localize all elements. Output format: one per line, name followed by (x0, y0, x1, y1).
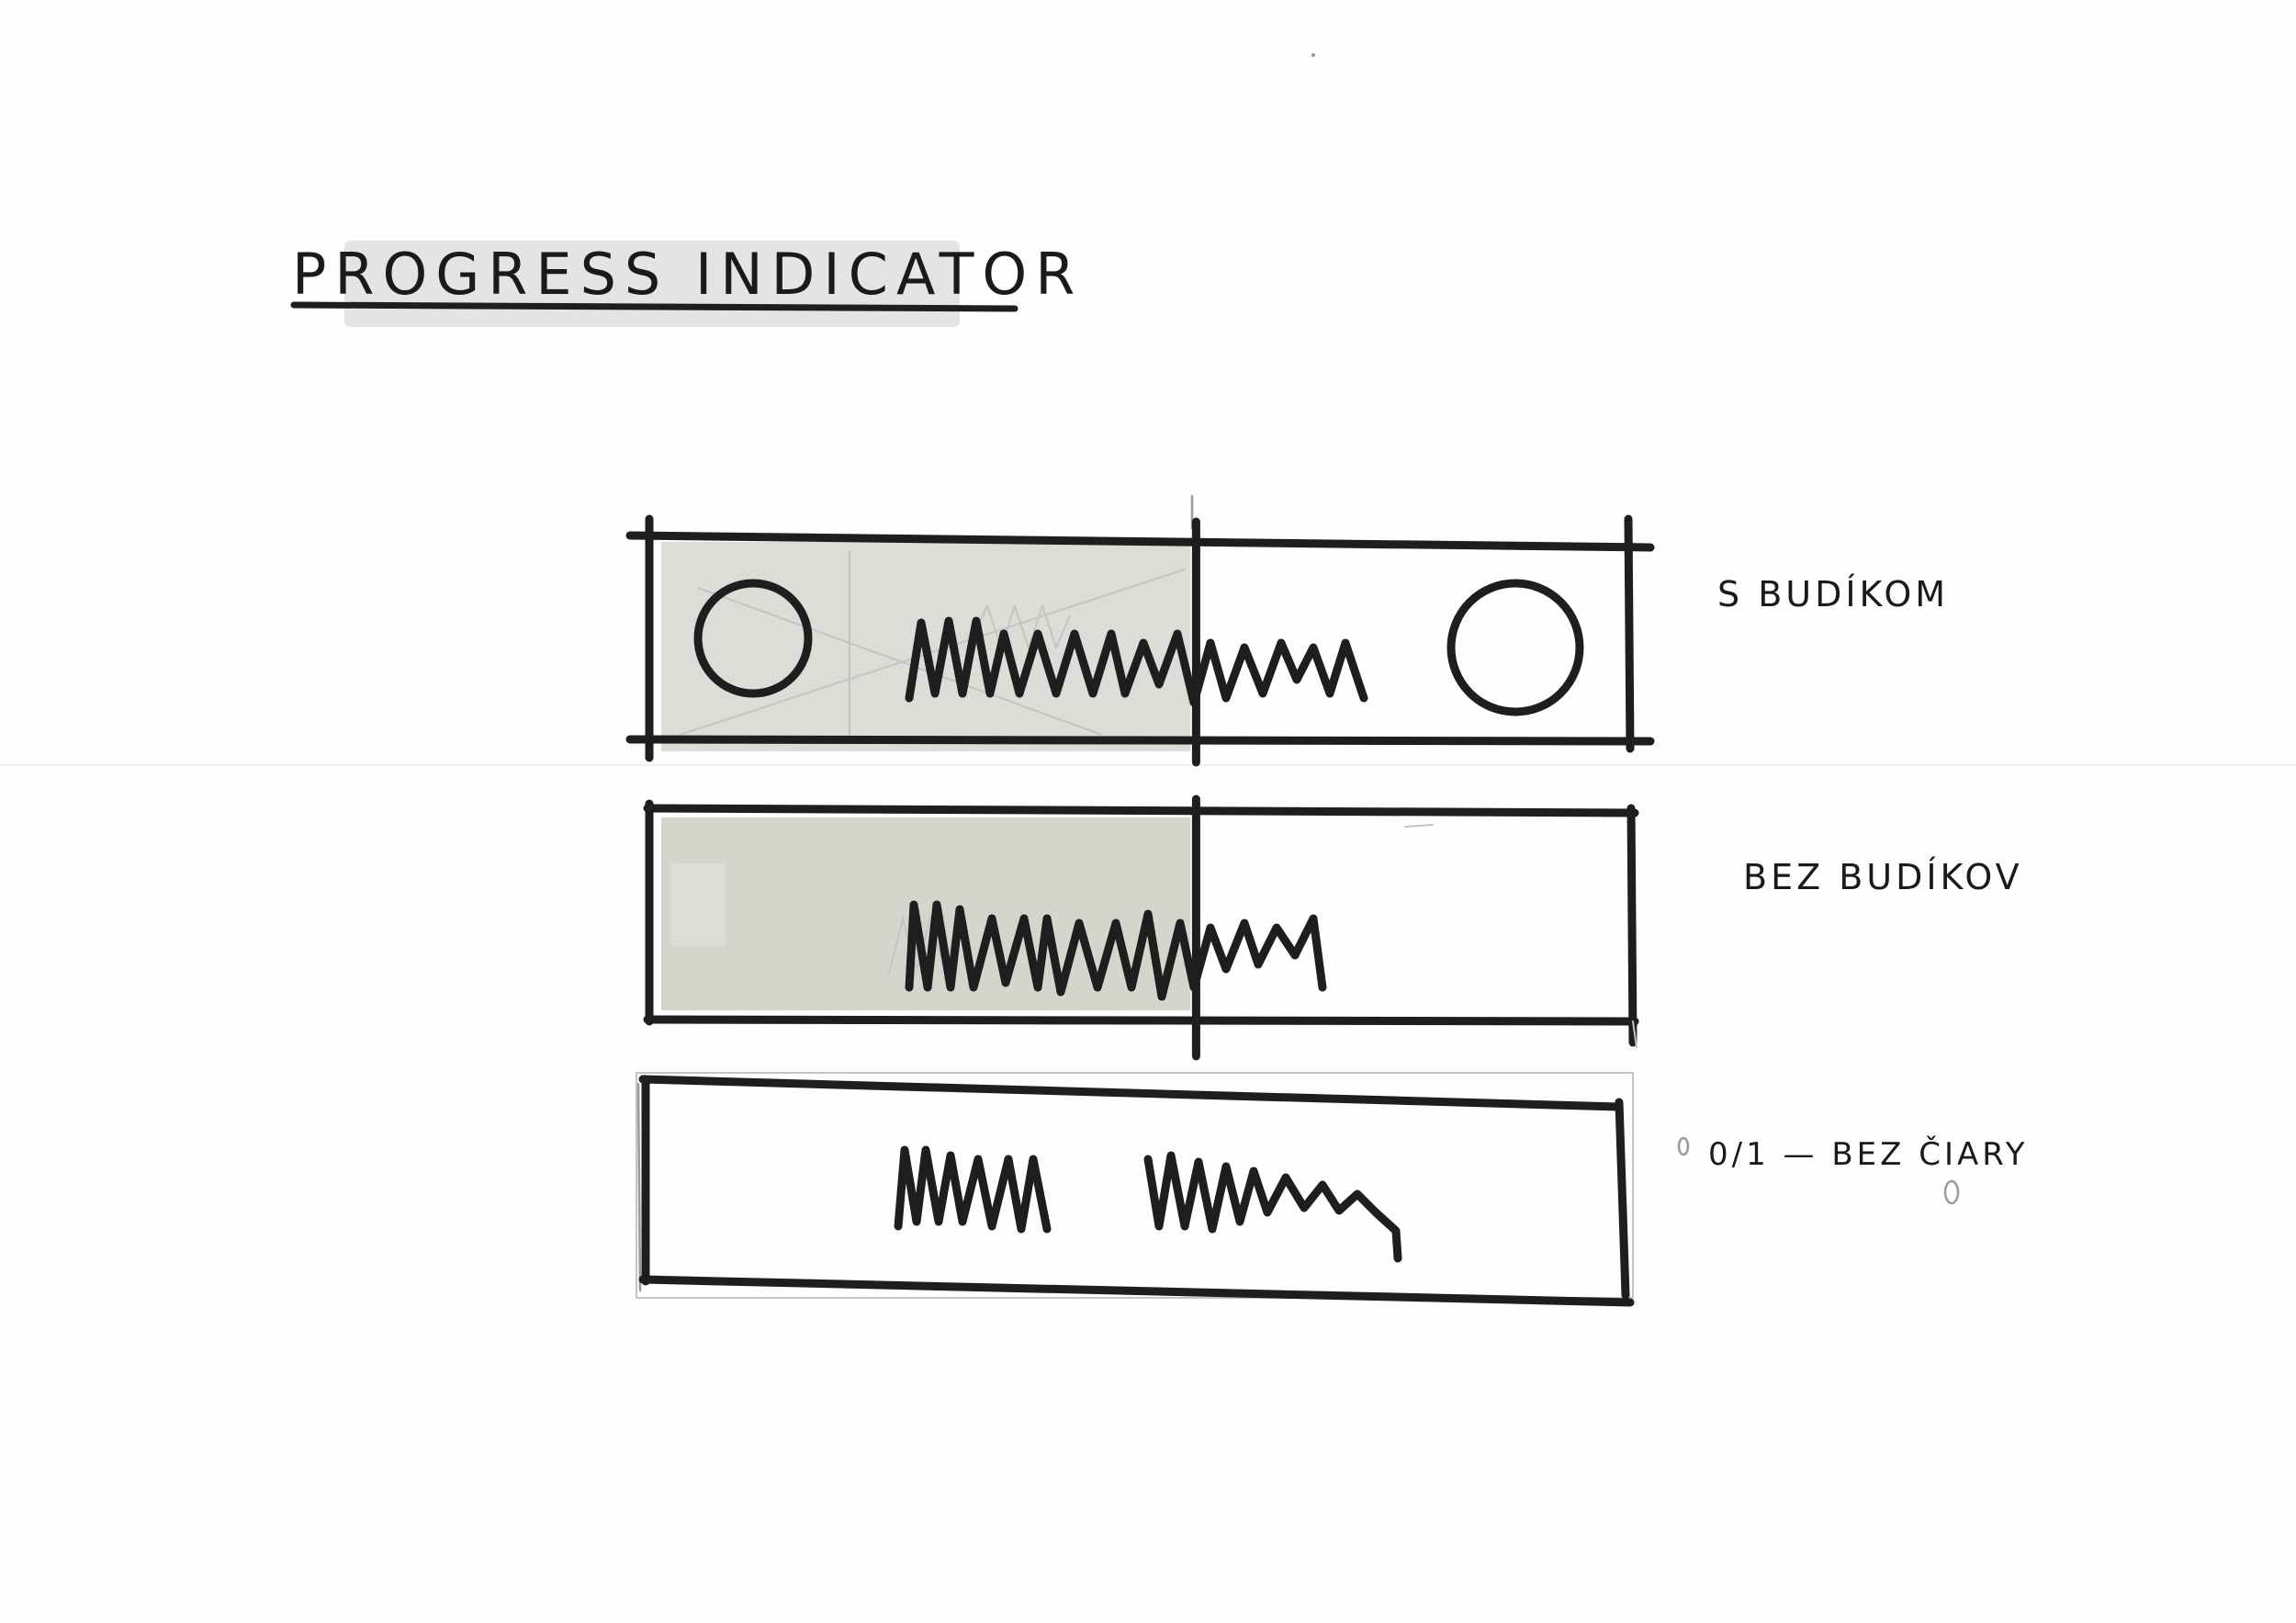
scribble-label (894, 1145, 1052, 1234)
pencil-mark (1404, 824, 1434, 828)
bar-right-edge (1626, 804, 1638, 1047)
circle-button-right[interactable] (1446, 579, 1584, 716)
fill-smudge (670, 863, 726, 946)
title-group: PROGRESS INDICATOR (290, 241, 1083, 327)
scribble-label (1143, 1151, 1402, 1263)
bar-bottom-edge (625, 735, 1655, 746)
bar-top-edge (643, 804, 1639, 817)
bar-bottom-edge (643, 1015, 1639, 1026)
scribble-label (905, 900, 1327, 1001)
page-title: PROGRESS INDICATOR (292, 241, 1083, 308)
progress-bar-without-buttons: BEZ BUDÍKOV (643, 795, 2023, 1061)
bar-bottom-edge (638, 1275, 1635, 1307)
pencil-scribble (973, 603, 1071, 651)
pencil-dot (1311, 53, 1315, 57)
pencil-guide (1632, 1020, 1638, 1048)
pencil-mark (1943, 1179, 1960, 1205)
progress-bar-binary: 0/1 — BEZ ČIARY (636, 1072, 2029, 1307)
bar-right-edge (1624, 514, 1635, 753)
pencil-underlay (636, 1072, 1634, 1299)
circle-button-left[interactable] (693, 579, 813, 698)
variant-label-1: S BUDÍKOM (1717, 574, 1949, 614)
bar-right-edge (1615, 1098, 1630, 1300)
pencil-mark (1677, 1136, 1690, 1156)
pencil-hatch (679, 569, 1186, 736)
bar-top-edge (625, 531, 1655, 552)
pencil-guide (636, 1082, 642, 1292)
scribble-label (905, 616, 1368, 707)
variant-label-2: BEZ BUDÍKOV (1743, 857, 2023, 897)
title-underline (290, 301, 1019, 312)
pencil-hatch (697, 587, 1103, 736)
bar-top-edge (638, 1075, 1624, 1111)
variant-label-3: 0/1 — BEZ ČIARY (1708, 1135, 2029, 1173)
progress-bar-with-buttons: S BUDÍKOM (625, 494, 1949, 767)
